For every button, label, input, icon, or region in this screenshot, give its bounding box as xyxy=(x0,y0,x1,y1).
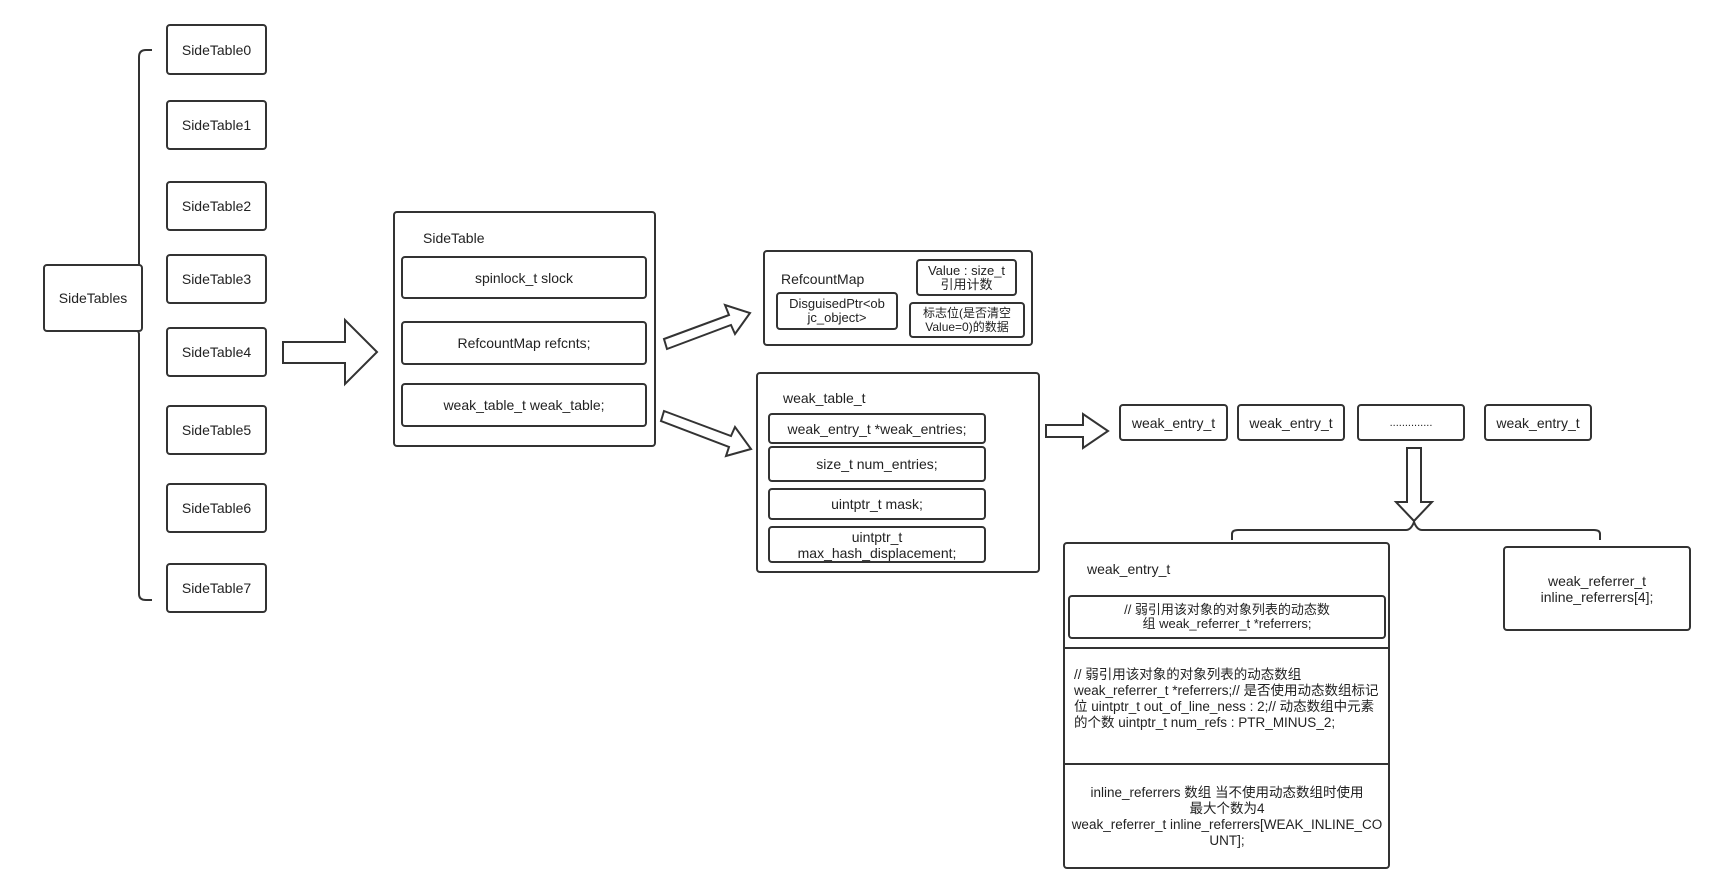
weak-table-field-mask: uintptr_t mask; xyxy=(768,488,986,520)
sidetable-field-slock: spinlock_t slock xyxy=(401,256,647,299)
weak-table-field-entries: weak_entry_t *weak_entries; xyxy=(768,413,986,444)
section-c-line3: weak_referrer_t inline_referrers[WEAK_IN… xyxy=(1071,817,1383,848)
weak-entry-divider xyxy=(1063,647,1390,649)
refcountmap-value: Value : size_t 引用计数 xyxy=(916,259,1017,296)
entry-item: weak_entry_t xyxy=(1484,404,1592,441)
refcountmap-key: DisguisedPtr<objc_object> xyxy=(776,292,898,330)
entry-brace xyxy=(1231,519,1601,540)
sidetable-item: SideTable1 xyxy=(166,100,267,150)
weak-entry-title: weak_entry_t xyxy=(1087,561,1171,577)
sidetable-item: SideTable0 xyxy=(166,24,267,75)
arrow-down-entry xyxy=(1393,447,1435,523)
refcountmap-flag: 标志位(是否清空Value=0)的数据 xyxy=(909,302,1025,338)
sidetable-item: SideTable4 xyxy=(166,327,267,377)
weak-referrer-inline: weak_referrer_t inline_referrers[4]; xyxy=(1503,546,1691,631)
sidetable-item: SideTable2 xyxy=(166,181,267,231)
arrow-to-sidetable xyxy=(282,317,379,387)
weak-entry-field-referrers: // 弱引用该对象的对象列表的动态数组 weak_referrer_t *ref… xyxy=(1068,595,1386,639)
weak-entry-section-c: inline_referrers 数组 当不使用动态数组时使用 最大个数为4 w… xyxy=(1070,785,1384,849)
sidetables-node: SideTables xyxy=(43,264,143,332)
weak-table-field-displacement: uintptr_t max_hash_displacement; xyxy=(768,526,986,563)
sidetable-item: SideTable6 xyxy=(166,483,267,533)
arrow-to-weak-table xyxy=(659,409,753,458)
weak-entry-divider xyxy=(1063,763,1390,765)
arrow-to-entries xyxy=(1045,412,1110,450)
arrow-to-refcountmap xyxy=(662,303,752,351)
weak-entry-section-b: // 弱引用该对象的对象列表的动态数组 weak_referrer_t *ref… xyxy=(1074,667,1379,730)
sidetable-field-weak-table: weak_table_t weak_table; xyxy=(401,383,647,427)
refcountmap-title: RefcountMap xyxy=(781,271,865,287)
sidetable-item: SideTable3 xyxy=(166,254,267,304)
sidetable-item: SideTable7 xyxy=(166,563,267,613)
sidetable-title: SideTable xyxy=(423,230,485,246)
sidetable-item: SideTable5 xyxy=(166,405,267,455)
section-c-line2: 最大个数为4 xyxy=(1189,801,1265,816)
entry-item-ellipsis: .............. xyxy=(1357,404,1465,441)
weak-table-title: weak_table_t xyxy=(783,390,866,406)
weak-table-field-num: size_t num_entries; xyxy=(768,446,986,482)
entry-item: weak_entry_t xyxy=(1237,404,1345,441)
entry-item: weak_entry_t xyxy=(1119,404,1228,441)
section-c-line1: inline_referrers 数组 当不使用动态数组时使用 xyxy=(1090,785,1364,800)
sidetable-field-refcnts: RefcountMap refcnts; xyxy=(401,321,647,365)
